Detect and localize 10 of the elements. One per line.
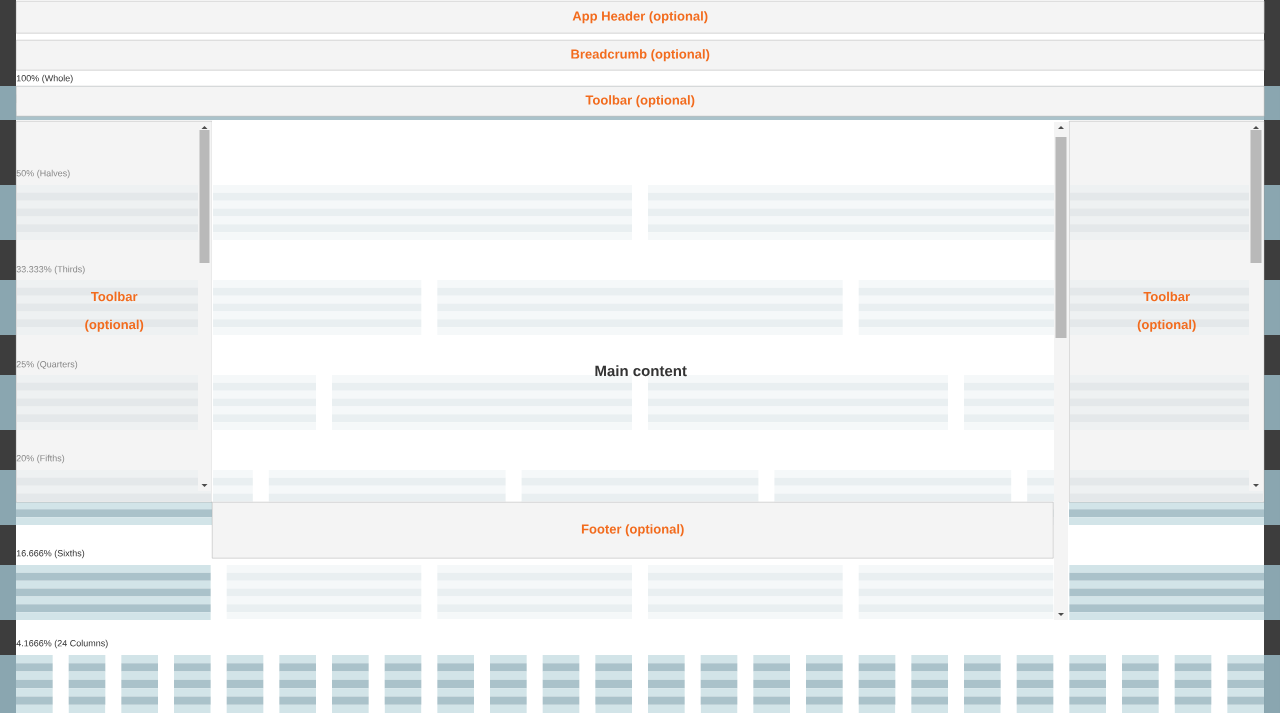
grid-label: 100% (Whole) [16,74,73,84]
grid-label: 50% (Halves) [16,169,70,179]
toolbar-band: Breadcrumb (optional) [16,40,1265,71]
grid-label: 25% (Quarters) [16,360,78,370]
grid-label: 20% (Fifths) [16,454,65,464]
grid-label: 33.333% (Thirds) [16,265,85,275]
toolbar-band: Toolbar (optional) [16,86,1265,117]
toolbar-band: App Header (optional) [16,1,1265,34]
grid-label: 16.666% (Sixths) [16,549,85,559]
grid-label: 4.1666% (24 Columns) [16,639,108,649]
